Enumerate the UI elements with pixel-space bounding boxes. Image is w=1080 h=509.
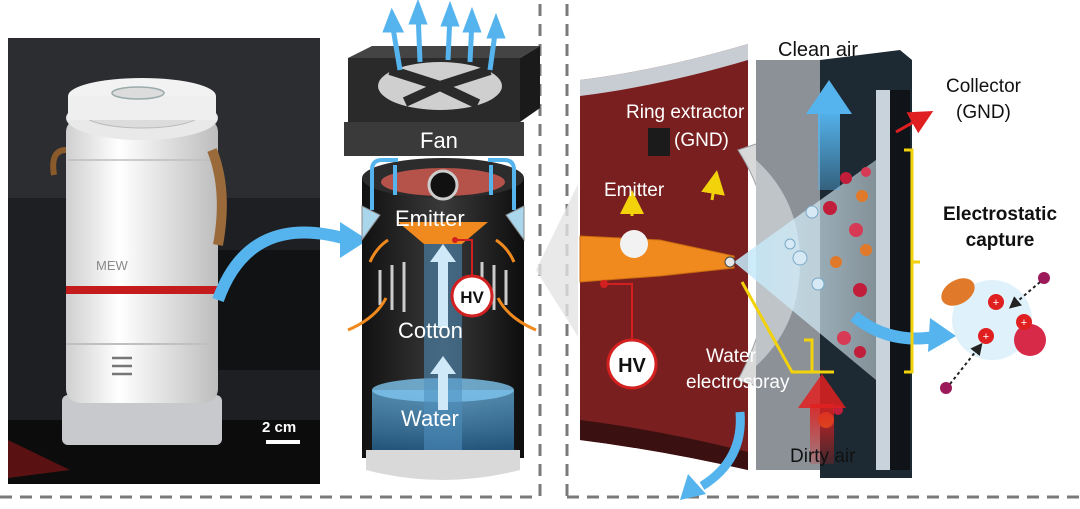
- emitter-nozzle: [579, 230, 736, 283]
- collector-label-line1: Collector: [946, 76, 1022, 97]
- curved-arrow-to-device: [212, 226, 352, 303]
- brand-label: MEW: [96, 258, 129, 273]
- right-hv-source: [606, 338, 658, 390]
- svg-text:+: +: [993, 297, 999, 309]
- dirty-air-arrow: [798, 374, 846, 464]
- fan: Fan: [344, 46, 540, 156]
- capture-label-line2: capture: [966, 230, 1035, 251]
- capture-label-line1: Electrostatic: [943, 204, 1057, 225]
- intake-arrows: [347, 238, 537, 332]
- cotton-label: Cotton: [398, 318, 463, 343]
- middle-emitter-label: Emitter: [395, 206, 465, 231]
- right-hv-label: HV: [618, 355, 646, 377]
- right-emitter-label: Emitter: [604, 180, 665, 201]
- svg-text:+: +: [1021, 317, 1027, 329]
- water-electrospray-label-line1: Water: [706, 346, 757, 367]
- clean-air-label: Clean air: [778, 39, 858, 61]
- zoom-trapezoid: [536, 180, 580, 340]
- air-out-arrows: [382, 0, 506, 71]
- collector-pointer: [895, 111, 934, 134]
- scale-bar-label: 2 cm: [262, 419, 296, 436]
- cotton-up-arrows: [430, 244, 456, 410]
- ring-extractor-label-line2: (GND): [674, 130, 729, 151]
- ring-extractor-label-line1: Ring extractor: [626, 102, 745, 123]
- yellow-annotations: [620, 148, 920, 374]
- clean-air-arrow: [806, 80, 852, 190]
- dirty-air-label: Dirty air: [790, 446, 856, 467]
- fan-label: Fan: [420, 128, 458, 153]
- capture-detail: + + +: [940, 272, 1050, 394]
- water-label: Water: [401, 406, 459, 431]
- particles: [784, 167, 872, 428]
- device-cylinder: [361, 158, 525, 480]
- water-electrospray-label-line2: electrospray: [686, 372, 790, 393]
- collector-label-line2: (GND): [956, 102, 1011, 123]
- inner-air-arrows: [370, 158, 516, 210]
- svg-text:+: +: [983, 331, 989, 343]
- scale-bar: [266, 440, 300, 444]
- device-photo: MEW 2 cm: [8, 38, 320, 484]
- middle-hv-source: [450, 274, 494, 318]
- electrospray-arrow: [699, 411, 745, 490]
- middle-hv-label: HV: [460, 288, 484, 307]
